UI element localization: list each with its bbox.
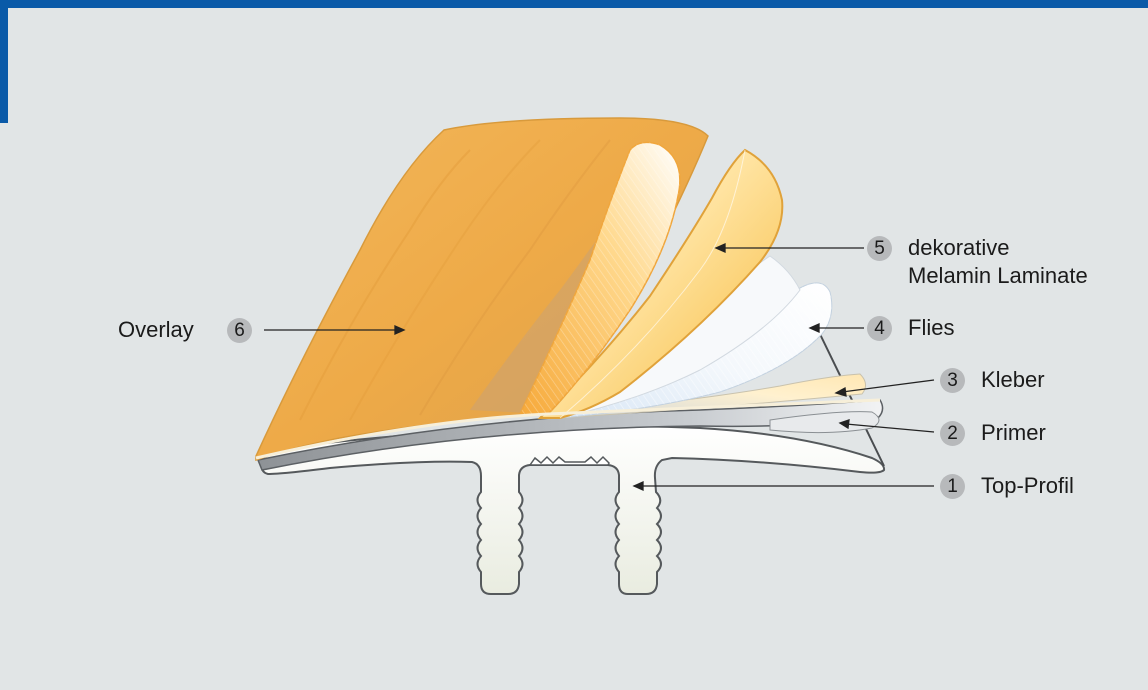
callout-number-4: 4 — [867, 316, 892, 341]
callout-number-5: 5 — [867, 236, 892, 261]
callout-label-melamin-laminate: Melamin Laminate — [908, 263, 1088, 289]
callout-label-overlay: Overlay — [118, 317, 194, 343]
callout-number-6: 6 — [227, 318, 252, 343]
callout-number-1: 1 — [940, 474, 965, 499]
callout-number-2: 2 — [940, 421, 965, 446]
callout-number-3: 3 — [940, 368, 965, 393]
callout-label-primer: Primer — [981, 420, 1046, 446]
callout-label-top-profil: Top-Profil — [981, 473, 1074, 499]
callout-label-dekorative: dekorative — [908, 235, 1010, 261]
callout-label-kleber: Kleber — [981, 367, 1045, 393]
callout-label-flies: Flies — [908, 315, 954, 341]
